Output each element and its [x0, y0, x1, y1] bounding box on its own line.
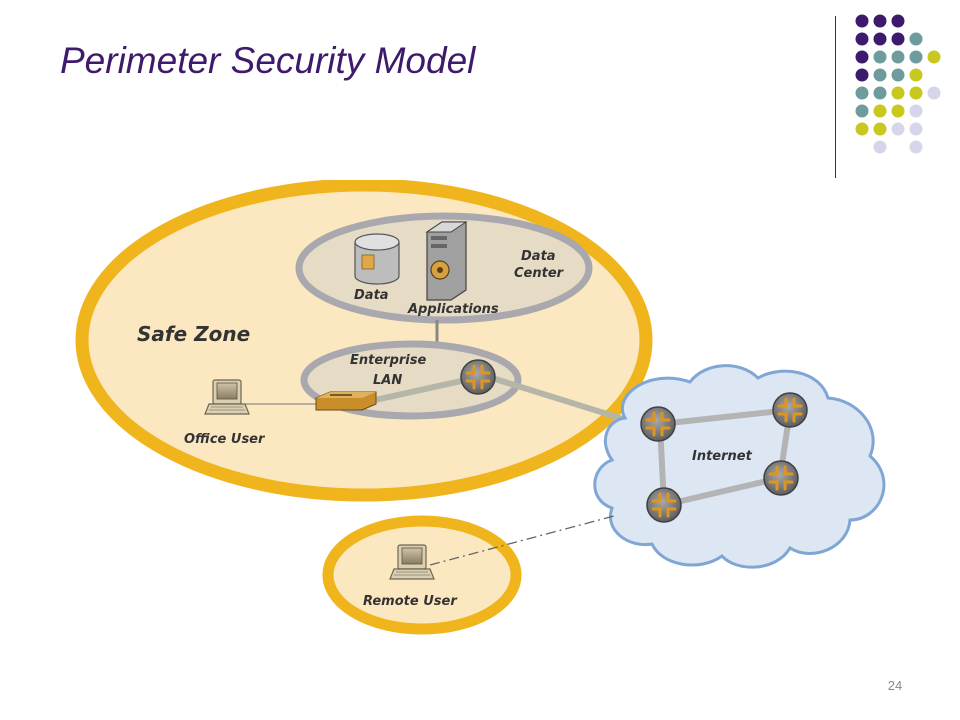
- page-number: 24: [887, 678, 903, 693]
- enterprise-lan-label-line1: Enterprise: [350, 353, 426, 368]
- office-user-label: Office User: [184, 432, 266, 447]
- firewall-router-link: [374, 375, 476, 403]
- data-center-label-line2: Center: [514, 266, 565, 281]
- internet-cloud: [593, 364, 886, 569]
- internet-router-icon-3: [762, 459, 800, 497]
- remote-user-label: Remote User: [363, 594, 458, 609]
- data-center-label-line1: Data: [521, 249, 556, 264]
- database-icon: [354, 233, 400, 285]
- firewall-icon: [315, 391, 377, 411]
- server-icon: [425, 221, 468, 301]
- applications-label: Applications: [407, 302, 499, 317]
- safe-zone-label: Safe Zone: [137, 322, 250, 346]
- remote-vpn-link: [429, 515, 615, 566]
- data-label: Data: [354, 288, 389, 303]
- vertical-divider: [835, 16, 836, 178]
- internet-router-icon-1: [639, 405, 677, 443]
- enterprise-lan-label-line2: LAN: [373, 373, 402, 388]
- internet-router-icon-2: [771, 391, 809, 429]
- internet-label: Internet: [692, 449, 753, 464]
- slide-title: Perimeter Security Model: [60, 40, 476, 81]
- crop-mask: [60, 150, 660, 180]
- internet-router-icon-4: [645, 486, 683, 524]
- lan-router-icon: [459, 358, 497, 396]
